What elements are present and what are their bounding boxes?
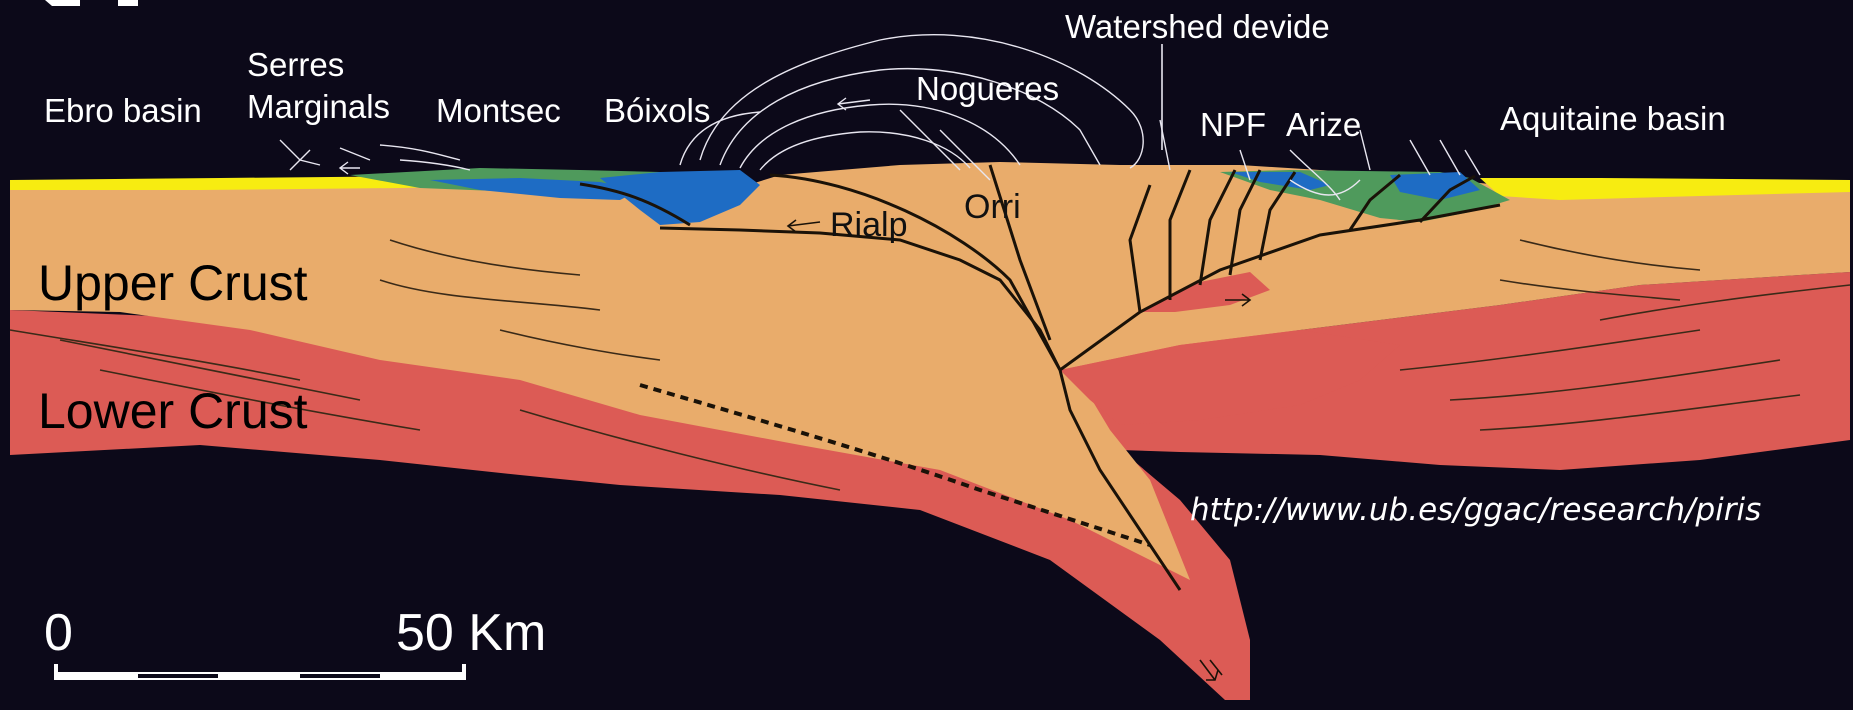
label-montsec: Montsec: [436, 92, 561, 129]
label-watershed-devide: Watershed devide: [1065, 8, 1330, 45]
label-nogueres: Nogueres: [916, 70, 1059, 107]
label-ebro-basin: Ebro basin: [44, 92, 202, 129]
label-arize: Arize: [1286, 106, 1361, 143]
label-upper-crust: Upper Crust: [38, 255, 308, 311]
scale-zero: 0: [44, 604, 73, 662]
label-lower-crust: Lower Crust: [38, 383, 308, 439]
label-orri: Orri: [964, 188, 1021, 226]
source-url: http://www.ub.es/ggac/research/piris: [1190, 492, 1761, 528]
scale-value: 50 Km: [396, 604, 546, 662]
label-marginals: Marginals: [247, 88, 390, 125]
label-npf: NPF: [1200, 106, 1266, 143]
north-arrow-fragment: [118, 0, 138, 6]
label-serres: Serres: [247, 46, 344, 83]
label-rialp: Rialp: [830, 206, 907, 244]
label-aquitaine-basin: Aquitaine basin: [1500, 100, 1726, 137]
label-boixols: Bóixols: [604, 92, 710, 129]
